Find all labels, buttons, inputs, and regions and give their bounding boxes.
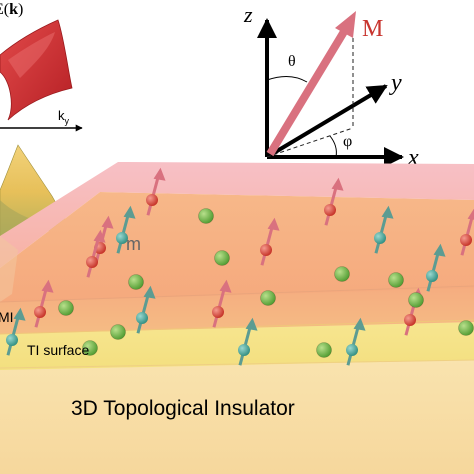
spin-site — [374, 232, 386, 244]
spin-site — [212, 306, 224, 318]
bulk-label: 3D Topological Insulator — [71, 397, 295, 420]
mi-layer-surface — [0, 192, 474, 302]
spin-site — [460, 234, 472, 246]
spin-red — [146, 167, 166, 216]
particles-group — [6, 167, 474, 366]
spin-arrowhead — [101, 215, 114, 229]
theta-label: θ — [288, 53, 296, 70]
spin-arrowhead — [123, 205, 136, 219]
phi-arc — [329, 135, 337, 158]
spin-red — [260, 217, 280, 266]
atom-green — [260, 290, 276, 306]
spin-teal — [426, 243, 446, 292]
mi-label: MI — [0, 309, 14, 325]
spin-arrowhead — [245, 317, 258, 331]
spin-site — [404, 314, 416, 326]
left-side-face — [0, 236, 18, 302]
atom-green — [128, 274, 144, 290]
ti-surface-label: TI surface — [27, 342, 89, 358]
spin-arrowhead — [13, 307, 26, 321]
magnetization-arrow-head — [335, 11, 356, 38]
y-axis — [265, 84, 388, 159]
spin-arrowhead — [433, 243, 446, 257]
spin-teal — [346, 317, 366, 366]
lower-cone-shadow — [0, 200, 40, 236]
spin-site — [136, 312, 148, 324]
spin-teal — [116, 205, 136, 254]
spin-site — [324, 204, 336, 216]
layer-boundary-2 — [0, 319, 474, 335]
upper-cone-highlight — [8, 32, 55, 78]
ky-axis-label: ky — [58, 108, 70, 126]
upper-cone-surface — [0, 19, 73, 121]
layer-boundary-3 — [0, 359, 474, 369]
spin-site — [146, 194, 158, 206]
projection-dash-ground — [266, 127, 354, 158]
atom-green — [82, 340, 98, 356]
spin-arrowhead — [93, 229, 106, 243]
z-axis-label: z — [243, 2, 253, 27]
spin-arrowhead — [219, 279, 232, 293]
spin-arrowhead — [267, 217, 280, 231]
spin-site — [34, 306, 46, 318]
atom-green — [110, 324, 126, 340]
spin-red — [324, 177, 344, 226]
spin-teal — [374, 205, 394, 254]
spin-arrowhead — [143, 285, 156, 299]
magnetization-label: M — [362, 16, 383, 42]
atom-green — [458, 320, 474, 336]
spin-arrowhead — [153, 167, 166, 181]
phi-label: φ — [343, 133, 352, 150]
magnetization-arrow — [266, 27, 349, 157]
atom-green — [316, 342, 332, 358]
spin-arrowhead — [381, 205, 394, 219]
heterostructure — [0, 162, 474, 474]
energy-axis-label: E(k) — [0, 1, 23, 18]
spin-site — [86, 256, 98, 268]
atom-green — [58, 300, 74, 316]
spin-site — [6, 334, 18, 346]
atom-green — [198, 208, 214, 224]
spin-red — [212, 279, 232, 328]
atom-green — [334, 266, 350, 282]
spin-teal — [136, 285, 156, 334]
spin-site — [346, 344, 358, 356]
layer-boundary-1 — [0, 285, 474, 303]
spin-arrowhead — [331, 177, 344, 191]
spin-arrowhead — [41, 279, 54, 293]
spin-red — [460, 208, 474, 256]
spin-teal — [6, 307, 26, 356]
spin-red — [86, 229, 106, 278]
coordinate-system: z y x M θ φ — [243, 2, 419, 171]
spin-arrowhead — [467, 208, 474, 220]
spin-arrowhead — [353, 317, 366, 331]
spin-site — [238, 344, 250, 356]
spin-site — [260, 244, 272, 256]
spin-site — [426, 270, 438, 282]
atom-green — [408, 292, 424, 308]
bulk-front-face — [0, 360, 474, 474]
spin-site — [116, 232, 128, 244]
top-layer-surface — [0, 162, 474, 268]
moment-label: m — [126, 234, 141, 254]
y-axis-label: y — [389, 70, 402, 96]
atom-green — [214, 250, 230, 266]
atom-green — [388, 272, 404, 288]
theta-arc — [266, 76, 308, 83]
spin-red — [34, 279, 54, 328]
spin-teal — [238, 317, 258, 366]
